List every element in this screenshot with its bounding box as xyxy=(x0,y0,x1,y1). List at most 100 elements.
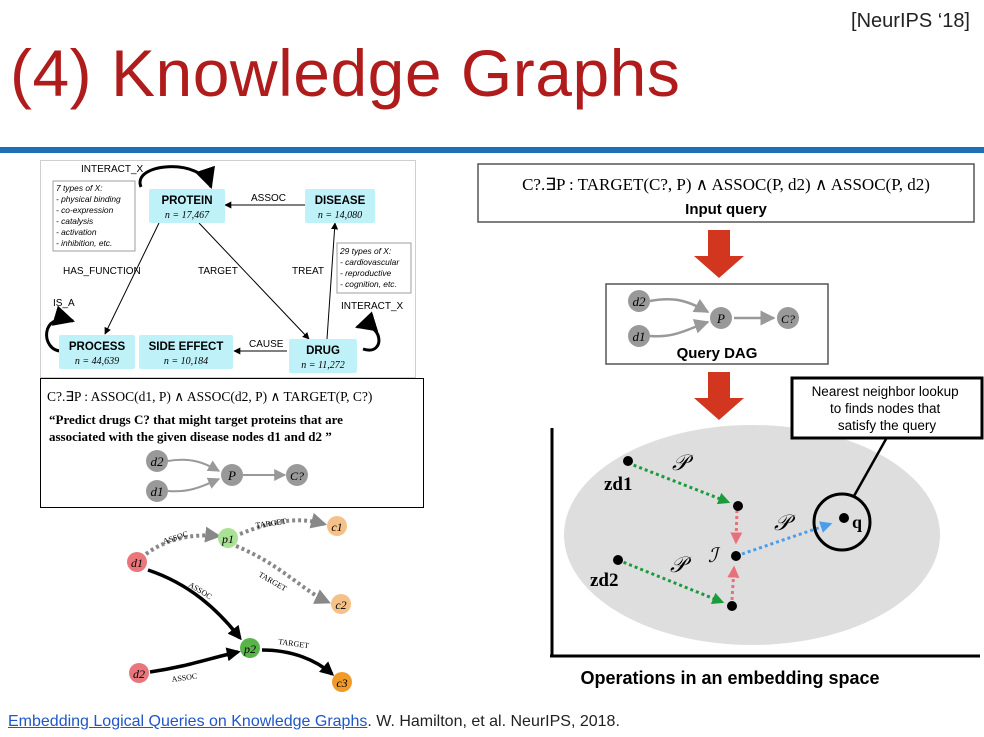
label-zd1: zd1 xyxy=(604,474,633,495)
x-types-text: 7 types of X: - physical binding - co-ex… xyxy=(56,183,123,248)
query-dag-label: Query DAG xyxy=(677,345,758,362)
left-query-formula: C?.∃P : ASSOC(d1, P) ∧ ASSOC(d2, P) ∧ TA… xyxy=(47,389,372,404)
point-projected-1 xyxy=(733,501,743,511)
embedding-operations-caption: Operations in an embedding space xyxy=(580,668,879,688)
dag-edge-d1-p xyxy=(167,477,221,493)
dag-node-c xyxy=(286,464,308,486)
citation-authors: . W. Hamilton, et al. NeurIPS, 2018. xyxy=(367,713,620,730)
down-arrow-2 xyxy=(694,372,744,420)
intersect-arrow-top xyxy=(730,509,743,545)
label-target: TARGET xyxy=(198,266,238,277)
node-protein-count: n = 17,467 xyxy=(165,210,210,221)
edge-target xyxy=(198,222,310,340)
rdag-label-d1: d1 xyxy=(633,329,646,344)
label-interact-bottom: INTERACT_X xyxy=(341,301,404,312)
edge-d1-p2 xyxy=(147,568,242,641)
left-embedding-diagram: d1 p1 c1 c2 p2 d2 c3 ASSOC TARGET TARGET… xyxy=(127,512,352,692)
input-query-formula: C?.∃P : TARGET(C?, P) ∧ ASSOC(P, d2) ∧ A… xyxy=(522,175,930,194)
dag-label-p: P xyxy=(227,468,236,483)
nn-lookup-text: Nearest neighbor lookup to finds nodes t… xyxy=(812,384,963,433)
input-query-label: Input query xyxy=(685,201,767,218)
point-projected-2 xyxy=(727,601,737,611)
emb-label-c2: c2 xyxy=(335,598,346,612)
dag-label-d1: d1 xyxy=(151,484,164,499)
dag-node-d2 xyxy=(146,450,168,472)
right-panel: C?.∃P : TARGET(C?, P) ∧ ASSOC(P, d2) ∧ A… xyxy=(432,160,984,700)
down-arrow-1 xyxy=(694,230,744,278)
edge-p1-c2 xyxy=(235,544,331,604)
left-embedding-panel: d1 p1 c1 c2 p2 d2 c3 ASSOC TARGET TARGET… xyxy=(40,510,422,698)
emb-label-target-1: TARGET xyxy=(255,517,287,530)
label-assoc: ASSOC xyxy=(251,193,286,204)
title-divider xyxy=(0,147,984,153)
right-diagram: C?.∃P : TARGET(C?, P) ∧ ASSOC(P, d2) ∧ A… xyxy=(477,163,984,688)
emb-label-c3: c3 xyxy=(336,676,347,690)
emb-node-c3 xyxy=(332,672,352,692)
emb-node-p2 xyxy=(240,638,260,658)
rdag-node-p xyxy=(710,307,732,329)
input-query-box xyxy=(477,163,975,223)
left-query-panel: C?.∃P : ASSOC(d1, P) ∧ ASSOC(d2, P) ∧ TA… xyxy=(40,378,424,508)
node-process-label: PROCESS xyxy=(69,341,126,353)
label-has-function: HAS_FUNCTION xyxy=(63,266,141,277)
label-is-a: IS_A xyxy=(53,298,75,309)
emb-label-d1: d1 xyxy=(131,556,143,570)
emb-node-c2 xyxy=(331,594,351,614)
emb-label-p1: p1 xyxy=(221,532,234,546)
dag-label-d2: d2 xyxy=(151,454,165,469)
nn-lookup-box xyxy=(790,376,984,440)
label-interact-top: INTERACT_X xyxy=(81,164,144,175)
point-q xyxy=(839,513,849,523)
point-zd1 xyxy=(623,456,633,466)
disease-types-text: 29 types of X: - cardiovascular - reprod… xyxy=(339,246,401,289)
emb-label-p2: p2 xyxy=(243,642,256,656)
node-disease-count: n = 14,080 xyxy=(318,210,362,221)
rdag-node-d1 xyxy=(628,325,650,347)
edge-d2-p2 xyxy=(149,647,241,674)
kg-schema-diagram: PROTEIN n = 17,467 DISEASE n = 14,080 PR… xyxy=(45,164,412,373)
query-description-line1: “Predict drugs C? that might target prot… xyxy=(49,412,343,427)
emb-node-d1 xyxy=(127,552,147,572)
disease-types-box xyxy=(336,242,412,294)
node-drug-count: n = 11,272 xyxy=(301,360,345,371)
node-protein xyxy=(149,189,225,223)
node-protein-label: PROTEIN xyxy=(161,195,212,207)
emb-label-d2: d2 xyxy=(133,667,145,681)
node-process-count: n = 44,639 xyxy=(75,356,119,367)
node-side-effect-label: SIDE EFFECT xyxy=(149,341,224,353)
emb-label-target-3: TARGET xyxy=(278,637,310,650)
edge-p1-c1 xyxy=(239,512,328,536)
interact-loop-protein xyxy=(138,165,215,189)
nn-pointer-line xyxy=(852,431,892,497)
edge-treat xyxy=(326,222,339,340)
rdag-node-d2 xyxy=(628,290,650,312)
dag-label-c: C? xyxy=(290,469,304,483)
rdag-edge-d1-p xyxy=(649,319,710,338)
label-treat: TREAT xyxy=(292,266,324,277)
rdag-label-c: C? xyxy=(781,312,795,326)
paper-link[interactable]: Embedding Logical Queries on Knowledge G… xyxy=(8,713,368,730)
label-zd2: zd2 xyxy=(590,570,619,591)
emb-node-d2 xyxy=(129,663,149,683)
left-query-diagram: C?.∃P : ASSOC(d1, P) ∧ ASSOC(d2, P) ∧ TA… xyxy=(47,389,372,502)
dag-node-d1 xyxy=(146,480,168,502)
emb-node-p1 xyxy=(218,528,238,548)
edge-has-function xyxy=(104,222,160,335)
emb-node-c1 xyxy=(327,516,347,536)
point-intersection xyxy=(731,551,741,561)
label-cause: CAUSE xyxy=(249,339,284,350)
dag-edge-d2-p xyxy=(167,458,221,472)
node-drug xyxy=(289,339,357,373)
kg-schema-panel: PROTEIN n = 17,467 DISEASE n = 14,080 PR… xyxy=(40,160,416,378)
rdag-label-p: P xyxy=(716,311,725,326)
embed-space-region xyxy=(564,425,940,645)
citation: Embedding Logical Queries on Knowledge G… xyxy=(8,713,620,731)
node-drug-label: DRUG xyxy=(306,345,340,357)
node-side-effect xyxy=(139,335,233,369)
emb-label-assoc-3: ASSOC xyxy=(171,671,198,684)
emb-label-assoc-1: ASSOC xyxy=(162,529,189,546)
nn-circle xyxy=(812,492,872,552)
x-types-box xyxy=(52,180,136,252)
venue-label: [NeurIPS ‘18] xyxy=(851,10,970,32)
rdag-node-c xyxy=(777,307,799,329)
